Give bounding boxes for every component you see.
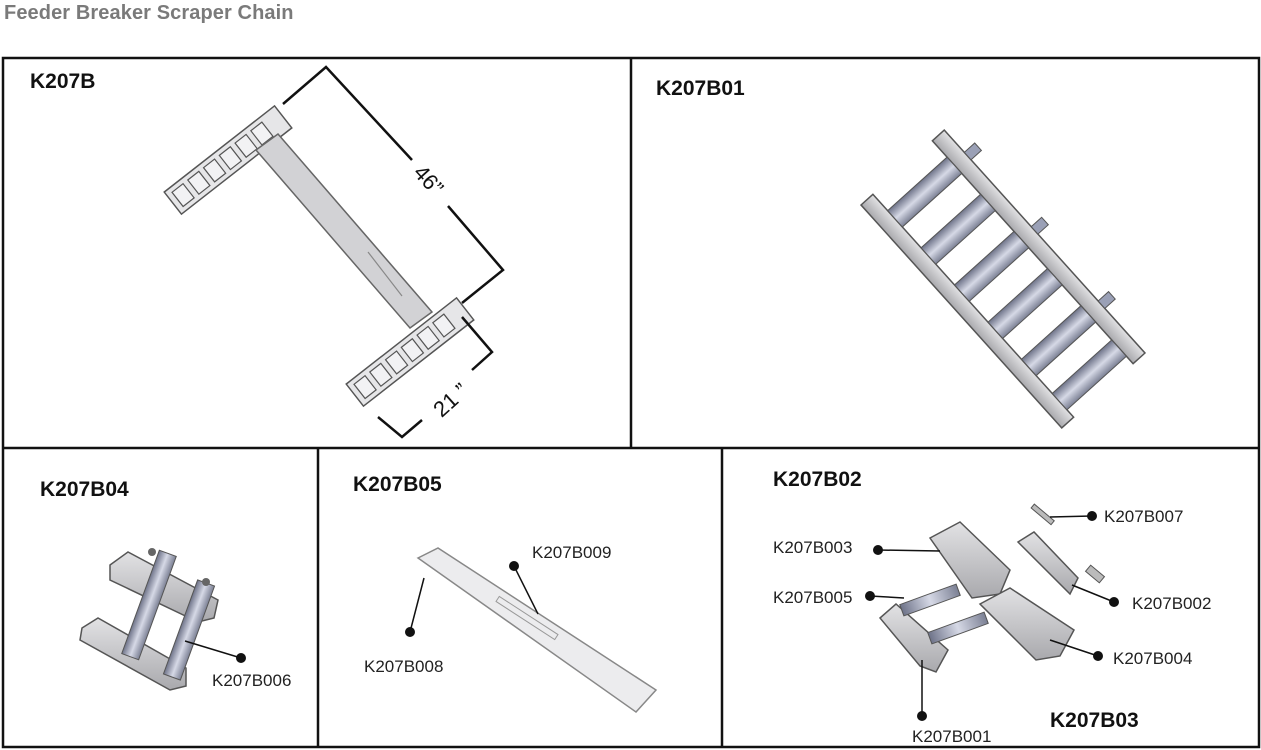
callout-k207b005: K207B005: [773, 588, 905, 607]
panel-label-k207b03: K207B03: [1050, 709, 1139, 732]
panel-label-k207b: K207B: [30, 70, 95, 93]
panel-k207b: K207B 46”: [30, 65, 505, 439]
upper-chain-segment: [163, 104, 293, 216]
callout-label-k207b008: K207B008: [364, 657, 443, 676]
connecting-link: [79, 548, 219, 691]
callout-k207b006: K207B006: [184, 640, 291, 690]
panel-k207b04: K207B04 K207B006: [40, 478, 291, 691]
callout-k207b002: K207B002: [1071, 584, 1211, 613]
panel-label-k207b05: K207B05: [353, 473, 442, 496]
panel-k207b05: K207B05 K207B009 K207B008: [353, 473, 658, 713]
callout-label-k207b005: K207B005: [773, 588, 852, 607]
callout-label-k207b004: K207B004: [1113, 649, 1192, 668]
flight-bar: [254, 132, 434, 330]
callout-k207b009: K207B009: [509, 543, 611, 615]
callout-label-k207b009: K207B009: [532, 543, 611, 562]
callout-label-k207b006: K207B006: [212, 671, 291, 690]
panel-label-k207b02: K207B02: [773, 468, 862, 491]
dimension-21: 21 ”: [428, 378, 473, 422]
panel-label-k207b01: K207B01: [656, 77, 745, 100]
callout-k207b008: K207B008: [364, 577, 443, 676]
dimension-lines: [282, 65, 505, 439]
panel-k207b02: K207B02 K207B03 K207B007 K207B003 K207B0…: [773, 468, 1211, 746]
page-title: Feeder Breaker Scraper Chain: [4, 2, 294, 24]
panel-label-k207b04: K207B04: [40, 478, 129, 501]
callout-k207b004: K207B004: [1049, 639, 1192, 668]
lower-chain-segment: [345, 296, 475, 408]
callout-k207b003: K207B003: [773, 538, 941, 557]
flight-bar-part: [416, 547, 658, 713]
chain-link-exploded: [878, 503, 1106, 673]
callout-label-k207b007: K207B007: [1104, 507, 1183, 526]
callout-label-k207b002: K207B002: [1132, 594, 1211, 613]
callout-k207b007: K207B007: [1049, 507, 1183, 526]
panel-frames: [1, 56, 1261, 749]
panel-k207b01: K207B01: [656, 77, 1147, 430]
callout-label-k207b003: K207B003: [773, 538, 852, 557]
callout-k207b001: K207B001: [912, 660, 991, 746]
dimension-46: 46”: [409, 160, 449, 200]
callout-label-k207b001: K207B001: [912, 727, 991, 746]
chain-assembly: [859, 128, 1147, 430]
